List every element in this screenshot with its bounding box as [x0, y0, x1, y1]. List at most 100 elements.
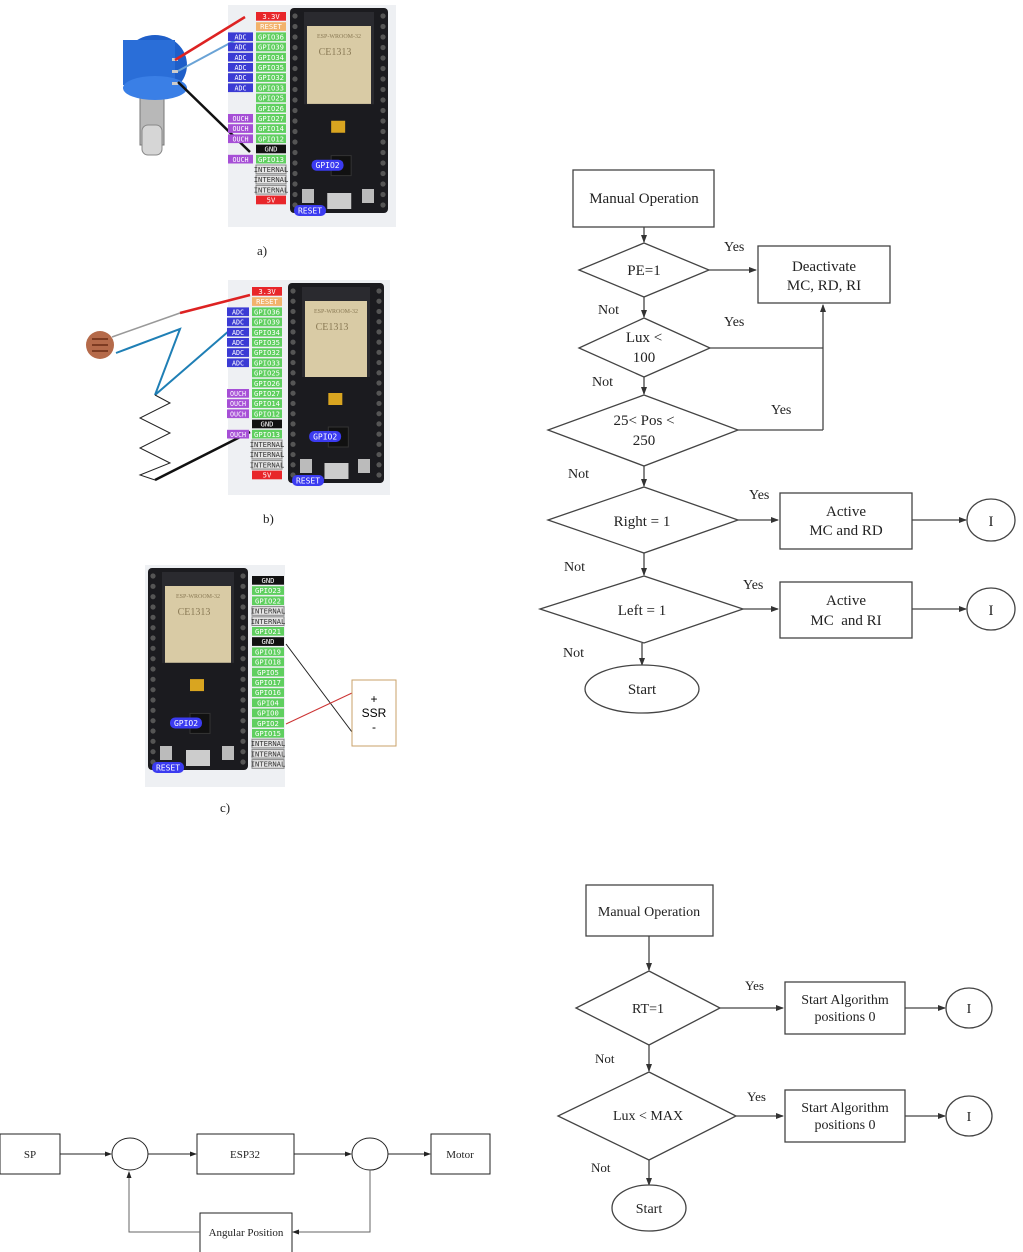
header-pin	[376, 441, 382, 447]
pin-label-text: GND	[265, 145, 278, 154]
end-start-oval	[584, 664, 700, 714]
pin-label-text: GPIO21	[255, 627, 281, 636]
decision-right-label: Right = 1	[614, 514, 671, 530]
pin-label	[252, 419, 282, 429]
decision-left	[537, 575, 746, 644]
header-pin	[292, 13, 298, 19]
no-label: Not	[568, 467, 589, 482]
figure-b-drawing: 3.3VRESETGPIO36ADCGPIO39ADCGPIO34ADCGPIO…	[86, 280, 390, 495]
header-pin	[240, 614, 246, 620]
header-pin	[290, 298, 296, 304]
pin-function-tag-text: ADC	[232, 329, 244, 337]
potentiometer-icon	[123, 35, 187, 156]
esp32-label: ESP32	[230, 1149, 260, 1161]
header-pin	[376, 329, 382, 335]
header-pin	[150, 656, 156, 662]
header-pin	[290, 359, 296, 366]
pin-label-text: GPIO19	[255, 647, 281, 656]
pin-label-text: GPIO17	[255, 678, 281, 687]
pin-function-tag-text: ADC	[232, 339, 244, 347]
header-pin	[290, 390, 296, 396]
header-pin	[240, 759, 246, 765]
header-pin	[240, 697, 246, 703]
pin-function-tag-text: ADC	[234, 74, 246, 82]
pin-label	[251, 616, 285, 626]
pin-function-tag	[228, 32, 253, 42]
header-pin	[376, 390, 382, 396]
pin-function-tag	[227, 317, 249, 327]
header-pin	[380, 97, 386, 103]
reset-badge	[294, 205, 326, 216]
pin-label	[252, 399, 282, 408]
pin-label	[252, 327, 282, 337]
header-pin	[376, 349, 382, 355]
pin-label	[252, 627, 284, 636]
no-label: Not	[563, 646, 584, 661]
header-pin	[292, 181, 298, 187]
pin-label	[252, 338, 282, 347]
manual-operation-label: Manual Operation	[598, 905, 700, 920]
pin-label	[252, 389, 282, 398]
pin-label-text: 3.3V	[262, 12, 280, 21]
no-label: Not	[591, 1160, 611, 1175]
pin-function-tag	[227, 338, 249, 347]
caption-a: a)	[257, 243, 268, 258]
pin-label-text: GND	[261, 420, 274, 429]
header-pin	[150, 749, 156, 755]
yes-label: Yes	[771, 403, 791, 418]
yes-label: Yes	[749, 488, 769, 503]
header-pin	[240, 583, 246, 589]
pin-label	[251, 449, 283, 460]
module-text: ESP-WROOM-32	[317, 34, 361, 40]
wire-gpio2	[285, 692, 353, 725]
pin-label-text: GPIO32	[254, 348, 280, 357]
active-rd-box	[779, 492, 913, 550]
pin-label	[252, 317, 282, 327]
reset-badge-text: RESET	[296, 477, 320, 486]
pin-function-tag	[227, 389, 249, 398]
header-pin	[376, 370, 382, 376]
pin-label-text: INTERNAL	[251, 749, 286, 758]
pin-label-text: INTERNAL	[254, 165, 289, 174]
pin-label-text: INTERNAL	[251, 760, 286, 769]
pin-function-tag	[228, 154, 253, 164]
pin-label-text: GPIO27	[254, 389, 280, 398]
active-ri-line2: MC and RI	[810, 613, 881, 629]
header-pin	[376, 421, 382, 427]
active-rd-line2: MC and RD	[809, 523, 883, 539]
pin-label-text: INTERNAL	[250, 460, 285, 469]
gpio2-badge-text: GPIO2	[174, 719, 198, 728]
pin-label-text: GPIO33	[254, 358, 280, 367]
header-pin	[150, 687, 156, 693]
header-pin	[292, 65, 298, 72]
pin-function-tag-text: OUCH	[230, 390, 246, 398]
reset-badge	[292, 475, 324, 486]
pin-label	[252, 368, 282, 378]
header-pin	[380, 170, 386, 177]
pin-label-text: GPIO25	[258, 94, 284, 103]
reset-badge-text: RESET	[156, 764, 180, 773]
reset-button	[302, 189, 314, 203]
pin-label-text: GPIO12	[254, 409, 280, 418]
motor-block	[430, 1133, 491, 1175]
pin-label	[252, 297, 282, 306]
decision-pe-label: PE=1	[627, 263, 660, 279]
header-pin	[290, 421, 296, 427]
pin-label-text: GND	[262, 576, 275, 585]
cert-text: CE1313	[178, 607, 211, 618]
pin-label	[256, 134, 286, 144]
pin-function-tag	[227, 399, 249, 408]
deactivate-box	[757, 245, 891, 304]
header-pin	[376, 462, 382, 468]
start-algorithm-box-1	[784, 981, 906, 1035]
pin-label-text: GPIO27	[258, 114, 284, 123]
header-pin	[380, 65, 386, 72]
pin-function-tag	[227, 358, 249, 368]
header-pin	[380, 55, 386, 61]
header-pin	[290, 411, 296, 417]
flowchart-2: Manual Operation RT=1 Start Algorithm po…	[556, 884, 993, 1232]
pin-label	[256, 124, 286, 133]
pin-label	[252, 647, 284, 657]
header-pin	[380, 76, 386, 82]
header-pin	[292, 97, 298, 103]
